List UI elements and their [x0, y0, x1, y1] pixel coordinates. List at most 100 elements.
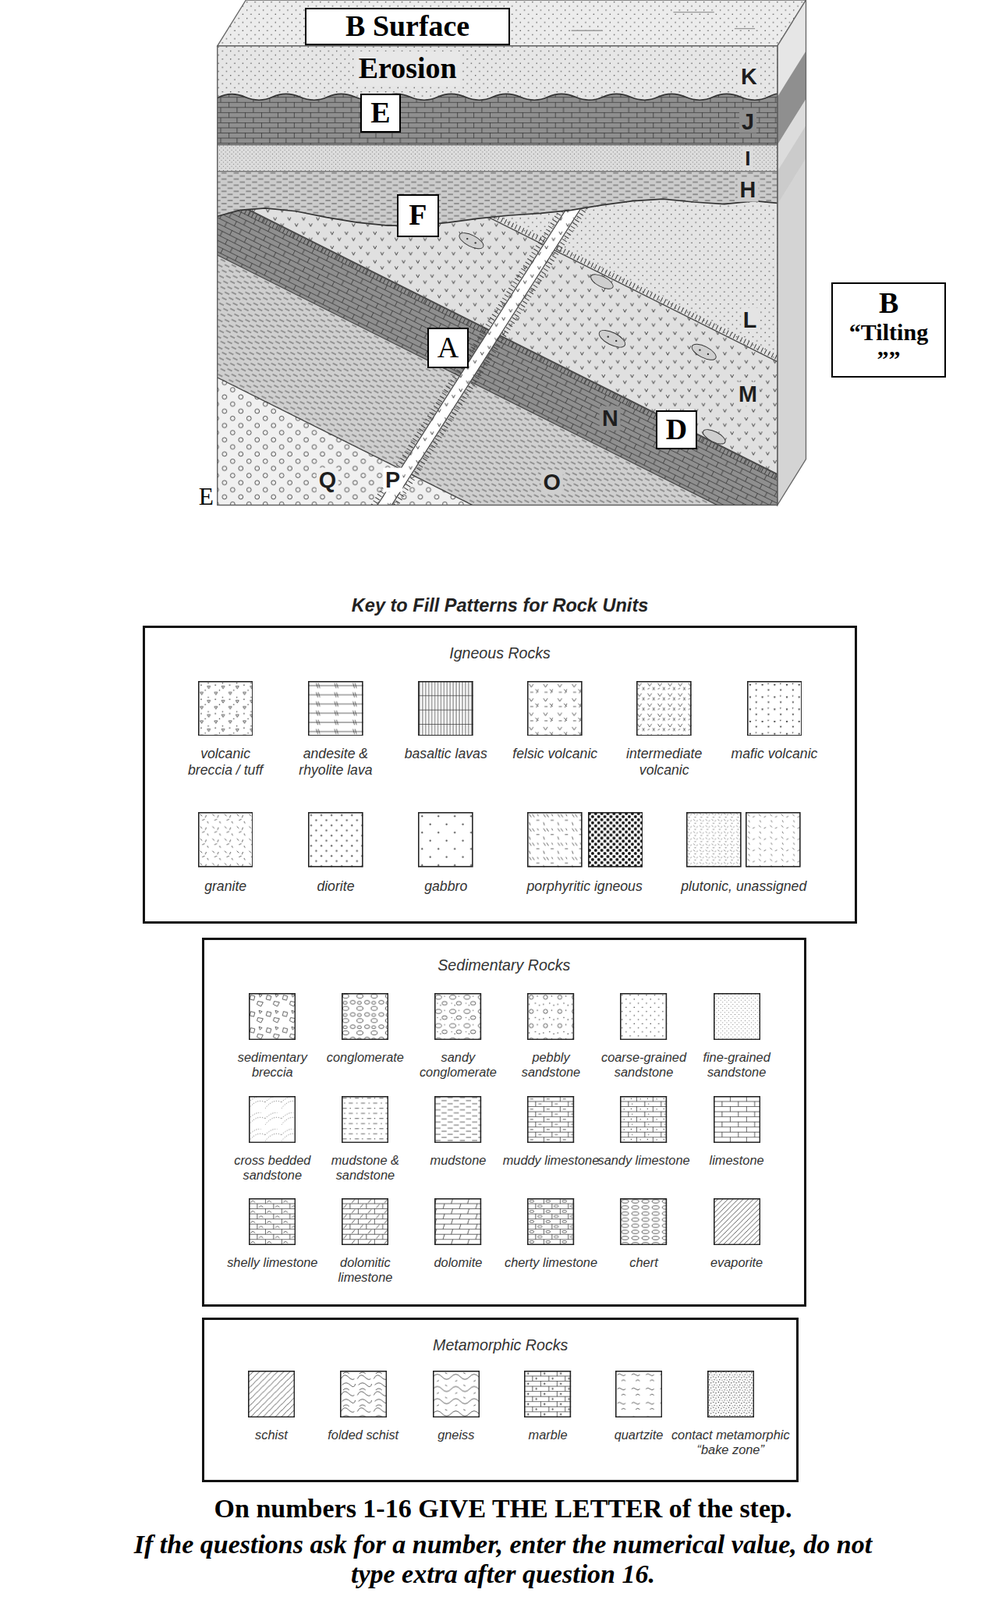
swatch-pattern: [745, 811, 801, 868]
step-letter-box: A: [427, 327, 468, 369]
legend-label: muddy limestone: [502, 1152, 599, 1168]
swatch-border: [527, 993, 574, 1040]
rock-unit-letter: P: [382, 467, 403, 493]
legend-label: dolomitic limestone: [316, 1254, 414, 1285]
step-box-title: B Surface: [304, 7, 511, 46]
pattern-swatch-art: [619, 992, 667, 1040]
legend-label: sandy conglomerate: [409, 1049, 507, 1080]
legend-label: diorite: [286, 878, 384, 894]
rock-unit-letter: N: [599, 406, 621, 431]
swatch-ground: [341, 1095, 389, 1143]
legend-label: intermediate volcanic: [616, 745, 713, 778]
legend-label: folded schist: [315, 1427, 412, 1442]
swatch-border: [616, 1370, 663, 1417]
swatch-ground: [615, 1370, 663, 1417]
step-letter: D: [665, 413, 688, 447]
swatch-pattern: [308, 811, 364, 868]
swatch-ground: [713, 1095, 761, 1143]
legend-label: coarse-grained sandstone: [595, 1049, 692, 1080]
legend-label: gneiss: [407, 1427, 505, 1442]
step-letter: E: [370, 96, 390, 130]
rock-key-panel: Sedimentary Rocks: [201, 937, 807, 1306]
swatch-border: [527, 680, 582, 735]
step-box-subtitle: Erosion: [355, 51, 461, 86]
rock-key-panel: Metamorphic Rocks: [201, 1317, 799, 1482]
legend-label: gabbro: [397, 878, 495, 894]
swatch-pattern: [340, 1370, 387, 1417]
rock-unit-letter: O: [541, 469, 564, 494]
rock-unit-letter: H: [737, 177, 759, 202]
legend-label: granite: [177, 878, 274, 894]
swatch-ground: [432, 1370, 480, 1417]
swatch-border: [687, 812, 741, 867]
swatch-pattern: [308, 680, 364, 737]
swatch-pattern: [527, 1095, 574, 1143]
swatch-ground: [524, 1370, 571, 1417]
swatch-ground: [308, 680, 364, 737]
swatch-pattern: [341, 992, 389, 1040]
pattern-swatch: [713, 992, 761, 1040]
legend-label: dolomite: [409, 1254, 507, 1270]
swatch-border: [435, 1096, 482, 1143]
swatch-pattern: [248, 1095, 296, 1143]
pattern-swatch: [308, 811, 364, 868]
swatch-border: [418, 812, 473, 867]
pattern-swatch-art: [341, 1197, 389, 1245]
step-letter: A: [437, 331, 459, 365]
pattern-swatch: [527, 1197, 574, 1245]
swatch-border: [340, 1370, 387, 1417]
pattern-swatch-art: [198, 811, 254, 868]
pattern-swatch: [341, 1197, 389, 1245]
pattern-swatch-art: [713, 1197, 761, 1245]
step-letter-box: F: [396, 194, 440, 238]
swatch-pattern: [619, 1197, 667, 1245]
legend-label: fine-grained sandstone: [687, 1049, 785, 1080]
swatch-ground: [588, 811, 644, 868]
legend-label: conglomerate: [316, 1049, 414, 1065]
swatch-ground: [198, 811, 254, 868]
pattern-swatch-art: [588, 811, 644, 868]
pattern-swatch-art: [524, 1370, 571, 1417]
pattern-swatch-art: [432, 1370, 480, 1417]
pattern-swatch: [619, 992, 667, 1040]
pattern-swatch-art: [247, 1370, 295, 1417]
pattern-swatch-art: [340, 1370, 387, 1417]
swatch-border: [527, 1198, 574, 1245]
block-top-face: [217, 0, 807, 47]
swatch-border: [620, 1096, 667, 1143]
swatch-ground: [248, 1197, 296, 1245]
pattern-swatch: [341, 992, 389, 1040]
swatch-ground: [434, 1197, 482, 1245]
swatch-border: [342, 993, 389, 1040]
swatch-ground: [619, 992, 667, 1040]
step-letter: F: [408, 198, 427, 232]
swatch-pattern: [636, 680, 692, 737]
swatch-border: [249, 993, 296, 1040]
rock-unit-letter: M: [736, 382, 760, 407]
legend-label: shelly limestone: [223, 1254, 321, 1270]
pattern-swatch: [636, 680, 692, 737]
legend-label: mudstone: [409, 1152, 507, 1168]
legend-label: porphyritic igneous: [497, 878, 671, 894]
swatch-ground: [713, 1197, 761, 1245]
pattern-swatch: [527, 1095, 574, 1143]
pattern-swatch: [434, 1095, 482, 1143]
swatch-ground: [417, 680, 474, 737]
rock-unit-letter: K: [738, 64, 760, 89]
instruction-note: On numbers 1-16 GIVE THE LETTER of the s…: [214, 1493, 793, 1524]
swatch-border: [524, 1370, 571, 1417]
swatch-border: [713, 1096, 760, 1143]
swatch-ground: [707, 1370, 755, 1417]
swatch-pattern: [198, 680, 254, 737]
swatch-ground: [434, 992, 482, 1040]
swatch-pattern: [588, 811, 644, 868]
legend-label: cross bedded sandstone: [223, 1152, 321, 1183]
step-letter-box: B SurfaceErosion: [304, 7, 511, 86]
swatch-ground: [619, 1095, 667, 1143]
pattern-swatch-art: [434, 1197, 482, 1245]
pattern-swatch-art: [527, 811, 583, 868]
pattern-swatch: [198, 811, 254, 868]
swatch-pattern: [713, 1197, 761, 1245]
pattern-swatch: [308, 680, 364, 737]
swatch-ground: [527, 1197, 574, 1245]
